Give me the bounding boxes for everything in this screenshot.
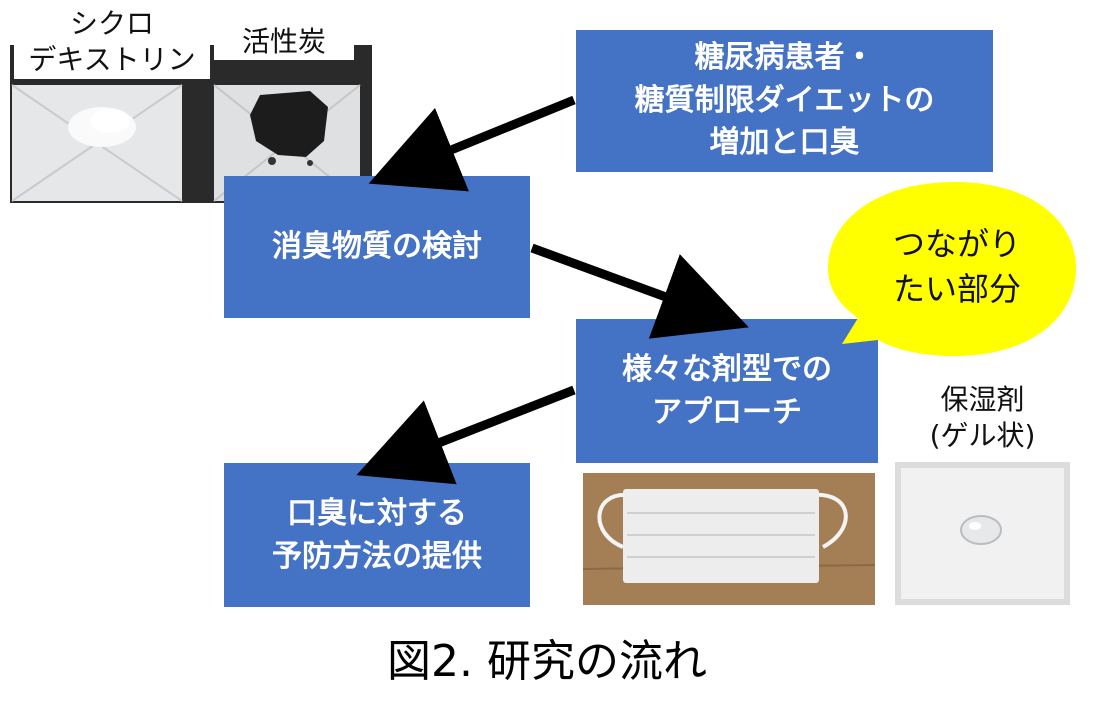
gel-image	[895, 462, 1070, 605]
examine-deodorant-box: 消臭物質の検討	[224, 176, 530, 318]
moisturizer-label: 保湿剤 (ゲル状)	[929, 383, 1036, 453]
gel-photo	[895, 462, 1070, 605]
diabetes-line-2: 糖質制限ダイエットの	[634, 82, 935, 118]
diabetes-background-box: 糖尿病患者・ 糖質制限ダイエットの 増加と口臭	[576, 30, 993, 172]
charcoal-label: 活性炭	[214, 24, 354, 61]
speech-bubble	[828, 182, 1076, 356]
examine-line-1: 消臭物質の検討	[272, 229, 482, 265]
prevention-line-2: 予防方法の提供	[272, 539, 482, 574]
dosage-approach-box: 様々な剤型での アプローチ	[576, 319, 878, 463]
arrow-to-approach	[530, 243, 749, 339]
bubble-text: つながり たい部分	[892, 225, 1021, 308]
arrow-to-examine	[368, 95, 576, 192]
diabetes-line-3: 増加と口臭	[709, 125, 860, 161]
approach-line-2: アプローチ	[652, 395, 802, 430]
prevention-method-box: 口臭に対する 予防方法の提供	[224, 463, 530, 607]
arrow-to-prevention	[356, 385, 576, 485]
powder-samples-image	[11, 84, 361, 202]
mask-image	[583, 473, 875, 605]
diabetes-line-1: 糖尿病患者・	[694, 40, 875, 76]
mask-photo	[583, 473, 875, 605]
figure-caption: 図2. 研究の流れ	[387, 636, 707, 687]
cyclodextrin-label: シクロ デキストリン	[14, 6, 210, 79]
approach-line-1: 様々な剤型での	[622, 351, 832, 387]
prevention-line-1: 口臭に対する	[287, 495, 467, 531]
